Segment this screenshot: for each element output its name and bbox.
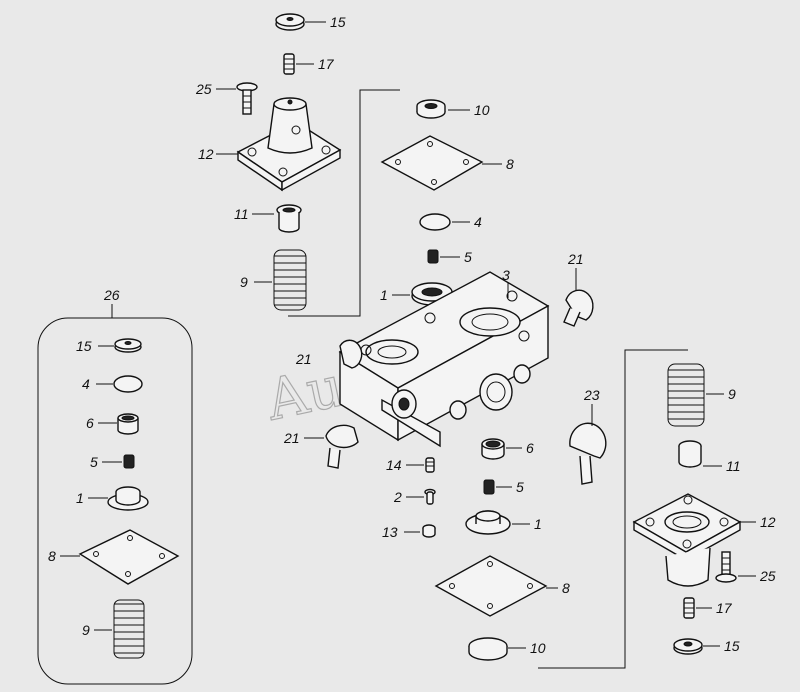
kit-part-5-spring-small bbox=[123, 454, 135, 469]
callout-5-upper: 5 bbox=[464, 249, 472, 265]
part-8-gasket-upper bbox=[380, 135, 484, 191]
callout-kit-5: 5 bbox=[90, 454, 98, 470]
callout-kit-8: 8 bbox=[48, 548, 56, 564]
part-25-screw-right bbox=[715, 551, 737, 583]
callout-1-lower: 1 bbox=[534, 516, 542, 532]
kit-part-6-bushing bbox=[117, 413, 139, 435]
callout-9-top: 9 bbox=[240, 274, 248, 290]
callout-13-insert: 13 bbox=[382, 524, 398, 540]
callout-25-top: 25 bbox=[195, 81, 212, 97]
part-10-cap-upper bbox=[416, 99, 446, 119]
callout-17-top: 17 bbox=[318, 56, 335, 72]
kit-part-9-spring bbox=[113, 599, 145, 659]
callout-2-pin: 2 bbox=[393, 489, 402, 505]
callout-21-upper-right: 21 bbox=[567, 251, 584, 267]
callout-kit-15: 15 bbox=[76, 338, 92, 354]
lower-assembly-bracket bbox=[538, 349, 688, 669]
kit-part-15-cap bbox=[114, 338, 142, 353]
callout-10-upper: 10 bbox=[474, 102, 490, 118]
upper-assembly-bracket bbox=[288, 89, 400, 317]
callout-15-top: 15 bbox=[330, 14, 346, 30]
repair-kit-frame bbox=[37, 317, 193, 685]
callout-4-upper: 4 bbox=[474, 214, 482, 230]
callout-kit-9: 9 bbox=[82, 622, 90, 638]
callout-23-plug: 23 bbox=[583, 387, 600, 403]
part-14-spring-tiny bbox=[425, 457, 435, 473]
part-9-spring-right bbox=[667, 363, 705, 427]
callout-10-lower: 10 bbox=[530, 640, 546, 656]
part-12-cover-top bbox=[236, 97, 342, 192]
callout-21-left: 21 bbox=[283, 430, 300, 446]
part-2-pin bbox=[424, 488, 436, 505]
callout-21-mid-left: 21 bbox=[295, 351, 312, 367]
part-5-spring-small-upper bbox=[427, 249, 439, 264]
kit-part-8-gasket bbox=[78, 529, 180, 585]
callout-17-right: 17 bbox=[716, 600, 733, 616]
kit-part-4-disc bbox=[113, 375, 143, 393]
callout-9-right: 9 bbox=[728, 386, 736, 402]
part-3-valve-body bbox=[338, 271, 550, 448]
part-11-sleeve-top bbox=[276, 204, 302, 233]
callout-15-right: 15 bbox=[724, 638, 740, 654]
kit-part-1-piston bbox=[107, 486, 149, 511]
callout-14-spring: 14 bbox=[386, 457, 402, 473]
callout-11-top: 11 bbox=[234, 206, 249, 222]
part-21-plug-mid-left bbox=[339, 339, 363, 369]
callout-12-top: 12 bbox=[198, 146, 214, 162]
part-21-plug-upper-right bbox=[563, 289, 594, 327]
part-17-set-screw-top bbox=[283, 53, 295, 75]
part-10-cap-lower bbox=[468, 637, 508, 661]
part-9-spring-top bbox=[273, 249, 307, 311]
part-15-cap-right bbox=[673, 638, 703, 655]
callout-1-upper: 1 bbox=[380, 287, 388, 303]
callout-11-right: 11 bbox=[726, 458, 741, 474]
part-1-piston-lower bbox=[465, 510, 511, 535]
callout-kit-4: 4 bbox=[82, 376, 90, 392]
part-15-cap-top bbox=[275, 13, 305, 31]
part-17-set-screw-right bbox=[683, 597, 695, 619]
part-6-bushing-lower bbox=[481, 438, 505, 460]
part-21-plug-left bbox=[325, 424, 359, 469]
part-23-plug-right bbox=[569, 422, 607, 485]
callout-12-right: 12 bbox=[760, 514, 776, 530]
callout-kit-6: 6 bbox=[86, 415, 94, 431]
callout-25-right: 25 bbox=[759, 568, 776, 584]
part-11-sleeve-right bbox=[678, 440, 702, 468]
callout-8-lower: 8 bbox=[562, 580, 570, 596]
callout-6-lower: 6 bbox=[526, 440, 534, 456]
callout-8-upper: 8 bbox=[506, 156, 514, 172]
callout-5-lower: 5 bbox=[516, 479, 524, 495]
part-4-disc-upper bbox=[419, 213, 451, 231]
part-13-valve-insert bbox=[422, 524, 436, 538]
callout-3-body: 3 bbox=[502, 267, 510, 283]
part-25-screw-top bbox=[236, 82, 258, 115]
part-5-spring-small-lower bbox=[483, 479, 495, 495]
callout-kit-1: 1 bbox=[76, 490, 84, 506]
callout-kit-26: 26 bbox=[103, 287, 120, 303]
part-8-gasket-lower bbox=[434, 555, 548, 617]
